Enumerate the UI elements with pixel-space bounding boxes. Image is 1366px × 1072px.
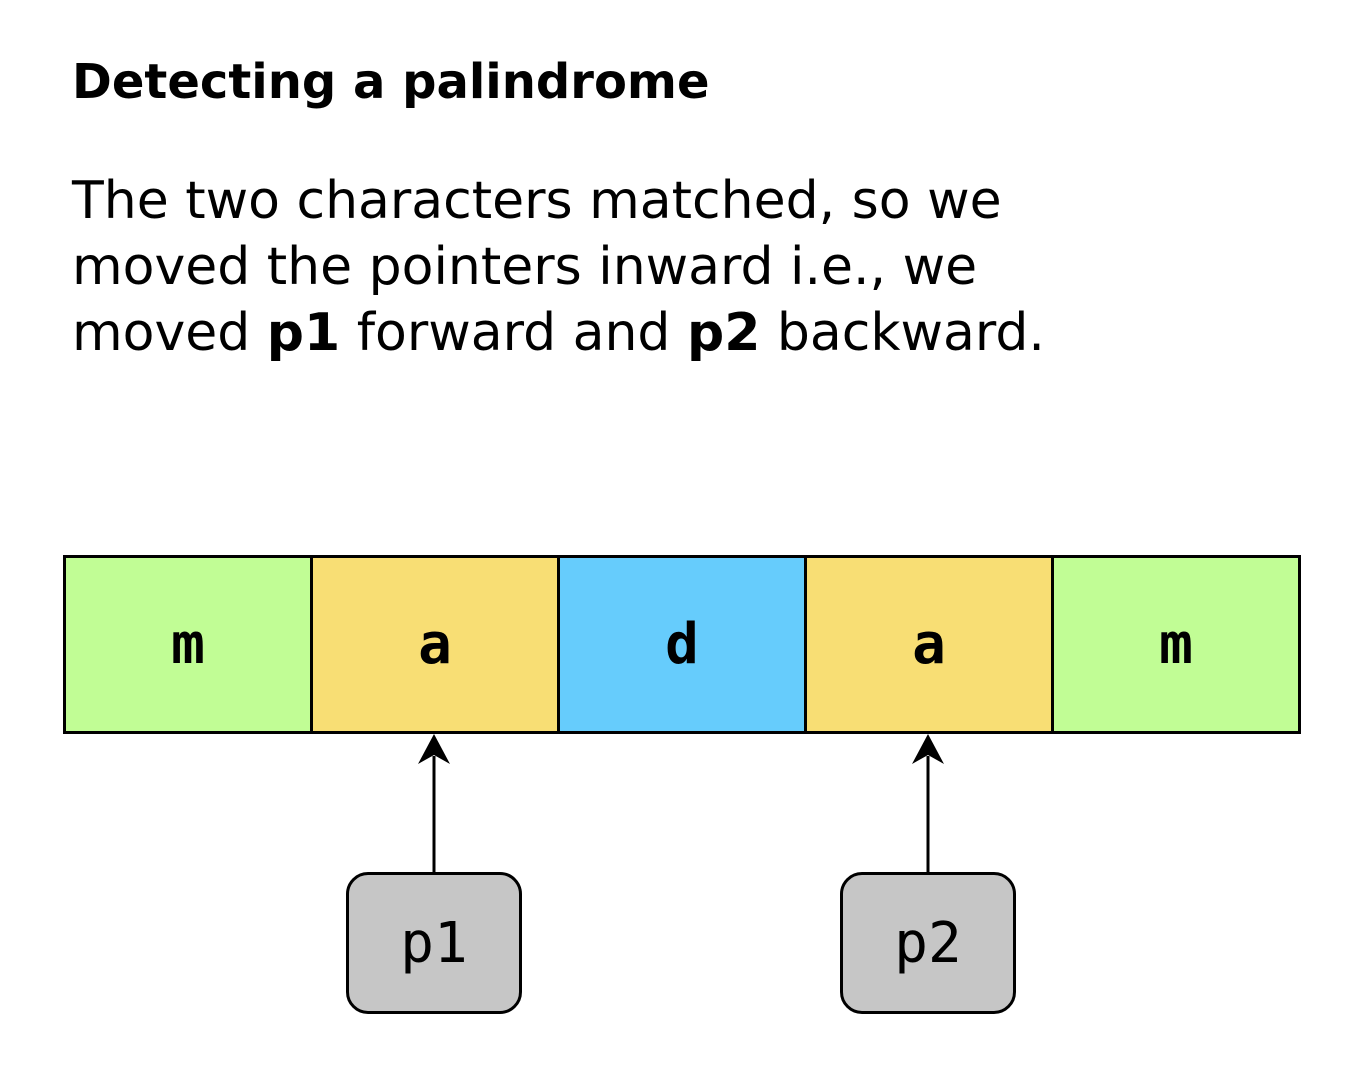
pointer-p2: p2 [840,872,1016,1014]
array-cell-3: a [807,558,1054,731]
pointer-p1: p1 [346,872,522,1014]
description-line-3-suffix: backward. [760,303,1045,363]
description-line-3-middle: forward and [340,303,687,363]
diagram-title: Detecting a palindrome [72,54,710,110]
array-cell-4: m [1054,558,1298,731]
array-cell-2: d [560,558,807,731]
description-line-1: The two characters matched, so we [72,171,1002,231]
description-p2-term: p2 [686,303,761,363]
string-array: m a d a m [63,555,1301,734]
description-line-2: moved the pointers inward i.e., we [72,237,978,297]
description-line-3-prefix: moved [72,303,267,363]
p1-arrowhead [418,734,450,764]
array-cell-1: a [313,558,560,731]
description-p1-term: p1 [266,303,341,363]
array-cell-0: m [66,558,313,731]
p2-arrowhead [912,734,944,764]
